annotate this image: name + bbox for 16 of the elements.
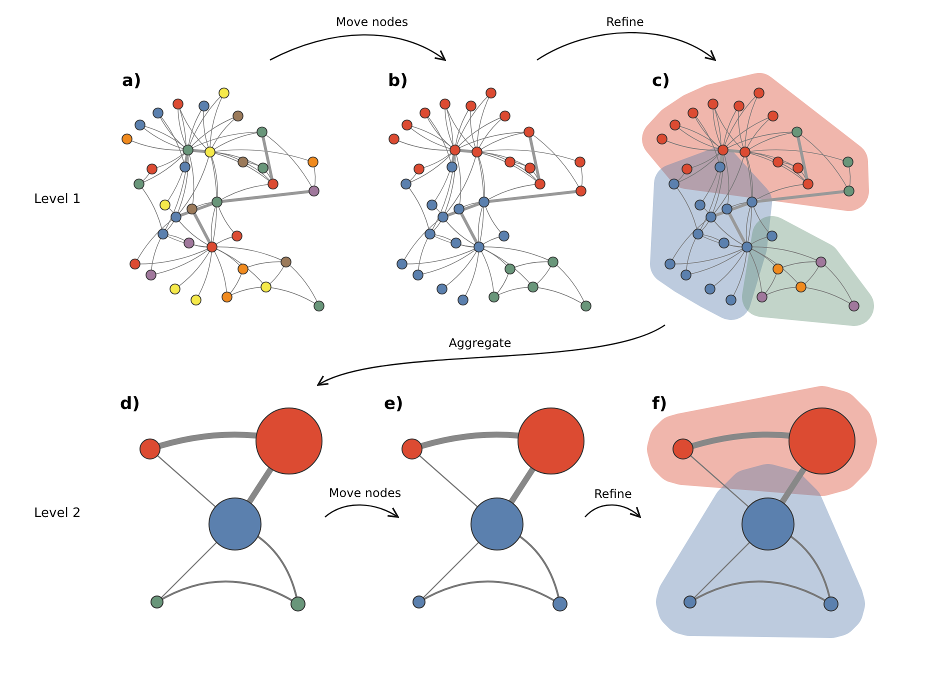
panel-label: b) xyxy=(388,71,408,91)
curved-arrow xyxy=(317,324,666,386)
curved-arrow xyxy=(270,34,446,61)
edge-label: Refine xyxy=(592,487,634,501)
panel-label: a) xyxy=(122,71,142,91)
panel-label: f) xyxy=(652,394,668,414)
edge-label: Refine xyxy=(604,15,646,29)
panel-label: d) xyxy=(120,394,140,414)
level-label: Level 1 xyxy=(34,192,81,207)
curved-arrow xyxy=(536,32,716,61)
level-label: Level 2 xyxy=(34,506,81,521)
panel-label: e) xyxy=(384,394,404,414)
panel-label: c) xyxy=(652,71,670,91)
curved-arrow xyxy=(584,504,641,518)
edge-label: Aggregate xyxy=(446,336,514,350)
curved-arrow xyxy=(324,504,399,518)
